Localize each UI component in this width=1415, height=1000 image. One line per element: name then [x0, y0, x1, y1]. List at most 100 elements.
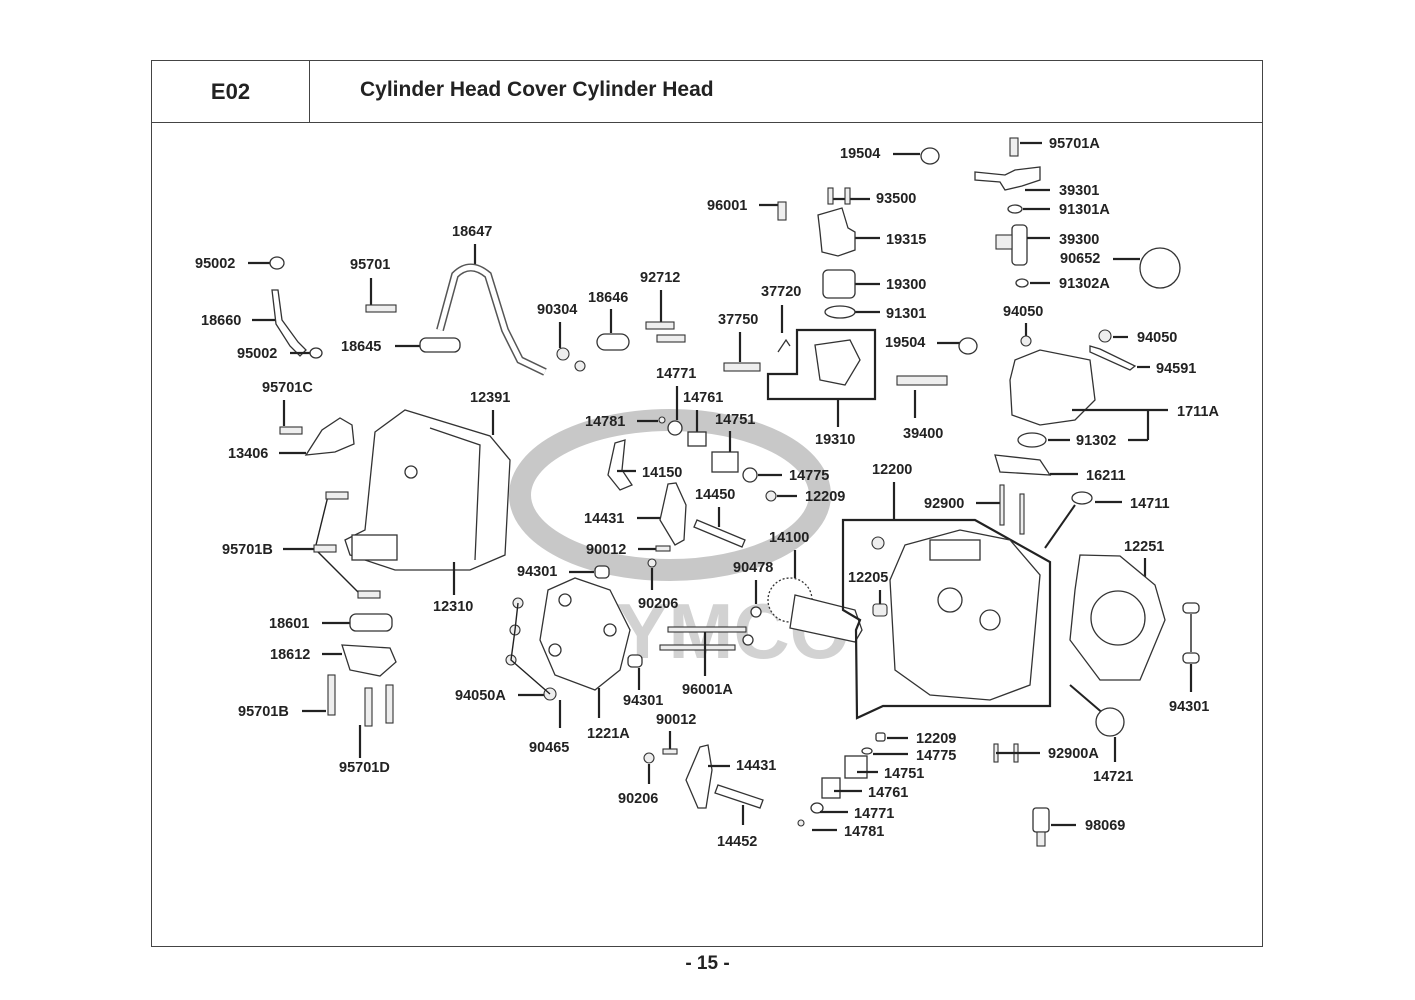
part-label: 14452	[717, 834, 757, 850]
part-39400[interactable]: 39400	[896, 375, 948, 442]
part-label: 19315	[886, 232, 926, 248]
part-14450[interactable]: 14450	[693, 487, 746, 548]
part-95701B-b[interactable]: 95701B	[238, 674, 336, 720]
part-92900A[interactable]: 92900A	[993, 743, 1099, 763]
part-19300[interactable]: 19300	[822, 269, 926, 299]
bolt-icon	[1009, 137, 1019, 157]
part-12205[interactable]: 12205	[848, 536, 888, 617]
rocker-arm-icon	[685, 744, 713, 809]
part-14711[interactable]: 14711	[1044, 491, 1170, 549]
part-91302A[interactable]: 91302A	[1015, 276, 1110, 292]
part-37750[interactable]: 37750	[718, 312, 761, 372]
part-12251[interactable]: 12251	[1069, 539, 1166, 681]
part-label: 37750	[718, 312, 758, 328]
hose-clamp-icon	[309, 347, 323, 359]
part-12200[interactable]: 12200	[841, 462, 1052, 720]
camshaft-icon	[789, 594, 863, 643]
part-90206-a[interactable]: 90206	[638, 558, 678, 612]
bracket-icon	[304, 417, 355, 456]
part-18601[interactable]: 18601	[269, 613, 393, 632]
part-label: 14431	[736, 758, 776, 774]
part-label: 92712	[640, 270, 680, 286]
part-90652[interactable]: 90652	[1060, 247, 1181, 289]
part-label: 95701B	[222, 542, 273, 558]
part-label: 12205	[848, 570, 888, 586]
part-12209-a[interactable]: 12209	[765, 489, 845, 505]
part-12209-b[interactable]: 12209	[875, 731, 956, 747]
part-14751-b[interactable]: 14751	[844, 755, 924, 782]
part-91302[interactable]: 91302	[1017, 432, 1116, 449]
part-label: 12310	[433, 599, 473, 615]
part-92712[interactable]: 92712	[640, 270, 686, 343]
part-label: 90652	[1060, 251, 1100, 267]
part-1221A[interactable]: 1221A	[539, 577, 631, 742]
part-18646[interactable]: 18646	[588, 290, 630, 351]
part-90012-b[interactable]: 90012	[656, 712, 696, 755]
part-14452[interactable]: 14452	[714, 784, 764, 850]
part-12310-cover[interactable]: 12310	[344, 409, 511, 615]
part-12391[interactable]: 12391	[470, 390, 510, 435]
part-93500[interactable]: 93500	[827, 187, 916, 207]
part-19504-b[interactable]: 19504	[885, 335, 978, 355]
part-18612[interactable]: 18612	[270, 644, 397, 677]
part-90206-b[interactable]: 90206	[618, 752, 658, 807]
part-14781-a[interactable]: 14781	[585, 414, 666, 430]
part-94301-a[interactable]: 94301	[517, 564, 610, 580]
part-label: 90012	[656, 712, 696, 728]
spring-retainer-icon	[667, 420, 683, 436]
part-19315[interactable]: 19315	[817, 207, 926, 257]
part-label: 14711	[1130, 496, 1170, 512]
part-90304[interactable]: 90304	[537, 302, 586, 372]
part-14100[interactable]: 14100	[767, 530, 863, 643]
part-96001[interactable]: 96001	[707, 198, 787, 221]
part-18645[interactable]: 18645	[341, 337, 461, 355]
part-14150[interactable]: 14150	[607, 439, 682, 491]
part-39300[interactable]: 39300	[995, 224, 1099, 266]
part-18647[interactable]: 18647	[436, 224, 547, 376]
page-number: - 15 -	[685, 953, 730, 974]
part-95701C[interactable]: 95701C	[262, 380, 313, 435]
part-92900[interactable]: 92900	[924, 484, 1025, 535]
part-91301A[interactable]: 91301A	[1007, 202, 1110, 218]
part-95701D[interactable]: 95701D	[339, 684, 394, 776]
part-14775-b[interactable]: 14775	[861, 747, 956, 764]
part-95002b[interactable]: 95002	[237, 346, 323, 362]
part-95701B-a[interactable]: 95701B	[222, 491, 381, 599]
part-37720[interactable]: 37720	[761, 284, 801, 353]
part-91301[interactable]: 91301	[824, 305, 926, 322]
part-14771-b[interactable]: 14771	[810, 802, 894, 822]
part-39301[interactable]: 39301	[974, 166, 1099, 199]
part-18660[interactable]: 18660	[201, 289, 307, 357]
part-95002a[interactable]: 95002	[195, 256, 285, 272]
part-90465[interactable]: 90465	[529, 700, 569, 756]
part-94591[interactable]: 94591	[1089, 345, 1196, 377]
part-94301-c[interactable]: 94301	[1169, 602, 1209, 715]
part-1711A[interactable]: 1711A	[1009, 349, 1219, 442]
part-14761-a[interactable]: 14761	[683, 390, 723, 447]
part-14431-a[interactable]: 14431	[584, 482, 687, 546]
part-19310[interactable]: 19310	[766, 328, 877, 448]
part-95701A[interactable]: 95701A	[1009, 136, 1100, 157]
part-14771-a[interactable]: 14771	[656, 366, 696, 436]
part-14781-b[interactable]: 14781	[797, 819, 884, 840]
part-19504-a[interactable]: 19504	[840, 146, 940, 165]
part-14775-a[interactable]: 14775	[742, 467, 829, 484]
dowel-pin-icon	[594, 565, 610, 579]
part-14431-b[interactable]: 14431	[685, 744, 776, 809]
part-98069[interactable]: 98069	[1032, 807, 1125, 847]
part-14761-b[interactable]: 14761	[821, 777, 908, 801]
part-94050-a[interactable]: 94050	[1003, 304, 1043, 347]
part-13406[interactable]: 13406	[228, 417, 355, 462]
part-94301-b[interactable]: 94301	[623, 654, 663, 709]
part-label: 14781	[844, 824, 884, 840]
part-14751-a[interactable]: 14751	[711, 412, 755, 473]
part-16211[interactable]: 16211	[994, 454, 1126, 484]
part-94050-b[interactable]: 94050	[1098, 329, 1177, 346]
part-14721[interactable]: 14721	[1069, 684, 1133, 785]
part-95701[interactable]: 95701	[350, 257, 397, 313]
part-94050A[interactable]: 94050A	[455, 597, 557, 704]
part-96001A[interactable]: 96001A	[659, 626, 747, 698]
o-ring-icon	[861, 747, 873, 755]
part-90478[interactable]: 90478	[733, 560, 773, 646]
part-90012-a[interactable]: 90012	[586, 542, 671, 558]
